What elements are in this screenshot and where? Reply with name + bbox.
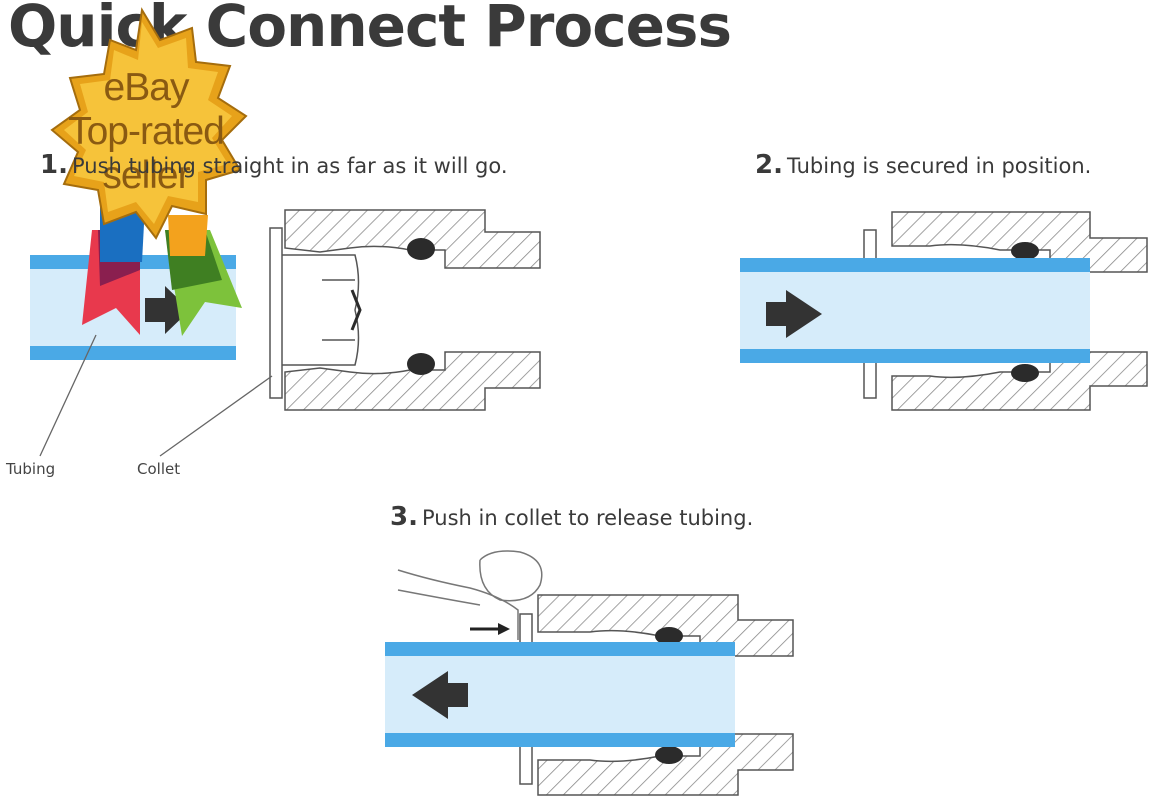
step-3-tubing bbox=[385, 642, 735, 747]
step-2-caption: 2.Tubing is secured in position. bbox=[755, 150, 1091, 180]
step-1-collet bbox=[269, 227, 362, 399]
step-2-text: Tubing is secured in position. bbox=[786, 154, 1092, 178]
step-3-diagram bbox=[385, 550, 794, 796]
step-2-push-arrow-icon bbox=[766, 290, 822, 338]
step-3-number: 3. bbox=[390, 502, 418, 532]
collet-push-arrow-icon bbox=[470, 623, 510, 635]
step-1-text: Push tubing straight in as far as it wil… bbox=[71, 154, 508, 178]
badge-line-seller: seller bbox=[102, 154, 190, 198]
step-2-diagram bbox=[740, 211, 1148, 411]
step-1-fitting-body bbox=[284, 209, 541, 411]
step-3-caption: 3.Push in collet to release tubing. bbox=[390, 502, 753, 532]
step-1-caption: 1.Push tubing straight in as far as it w… bbox=[40, 150, 508, 180]
top-rated-seller-badge bbox=[50, 7, 248, 336]
step-1-push-arrow-icon bbox=[145, 286, 190, 334]
tubing-label: Tubing bbox=[6, 460, 56, 478]
step-1-number: 1. bbox=[40, 150, 68, 180]
badge-label: eBay Top-rated seller bbox=[52, 66, 240, 198]
step-3-pull-arrow-icon bbox=[412, 671, 468, 719]
badge-line-ebay: eBay bbox=[103, 66, 190, 109]
step-2-fitting-body bbox=[891, 211, 1148, 411]
collet-label: Collet bbox=[137, 460, 181, 478]
step-3-fitting-body bbox=[537, 594, 794, 796]
step-2-number: 2. bbox=[755, 150, 783, 180]
badge-line-top-rated: Top-rated bbox=[68, 110, 225, 154]
finger-icon bbox=[397, 550, 543, 640]
step-3-text: Push in collet to release tubing. bbox=[421, 506, 754, 530]
